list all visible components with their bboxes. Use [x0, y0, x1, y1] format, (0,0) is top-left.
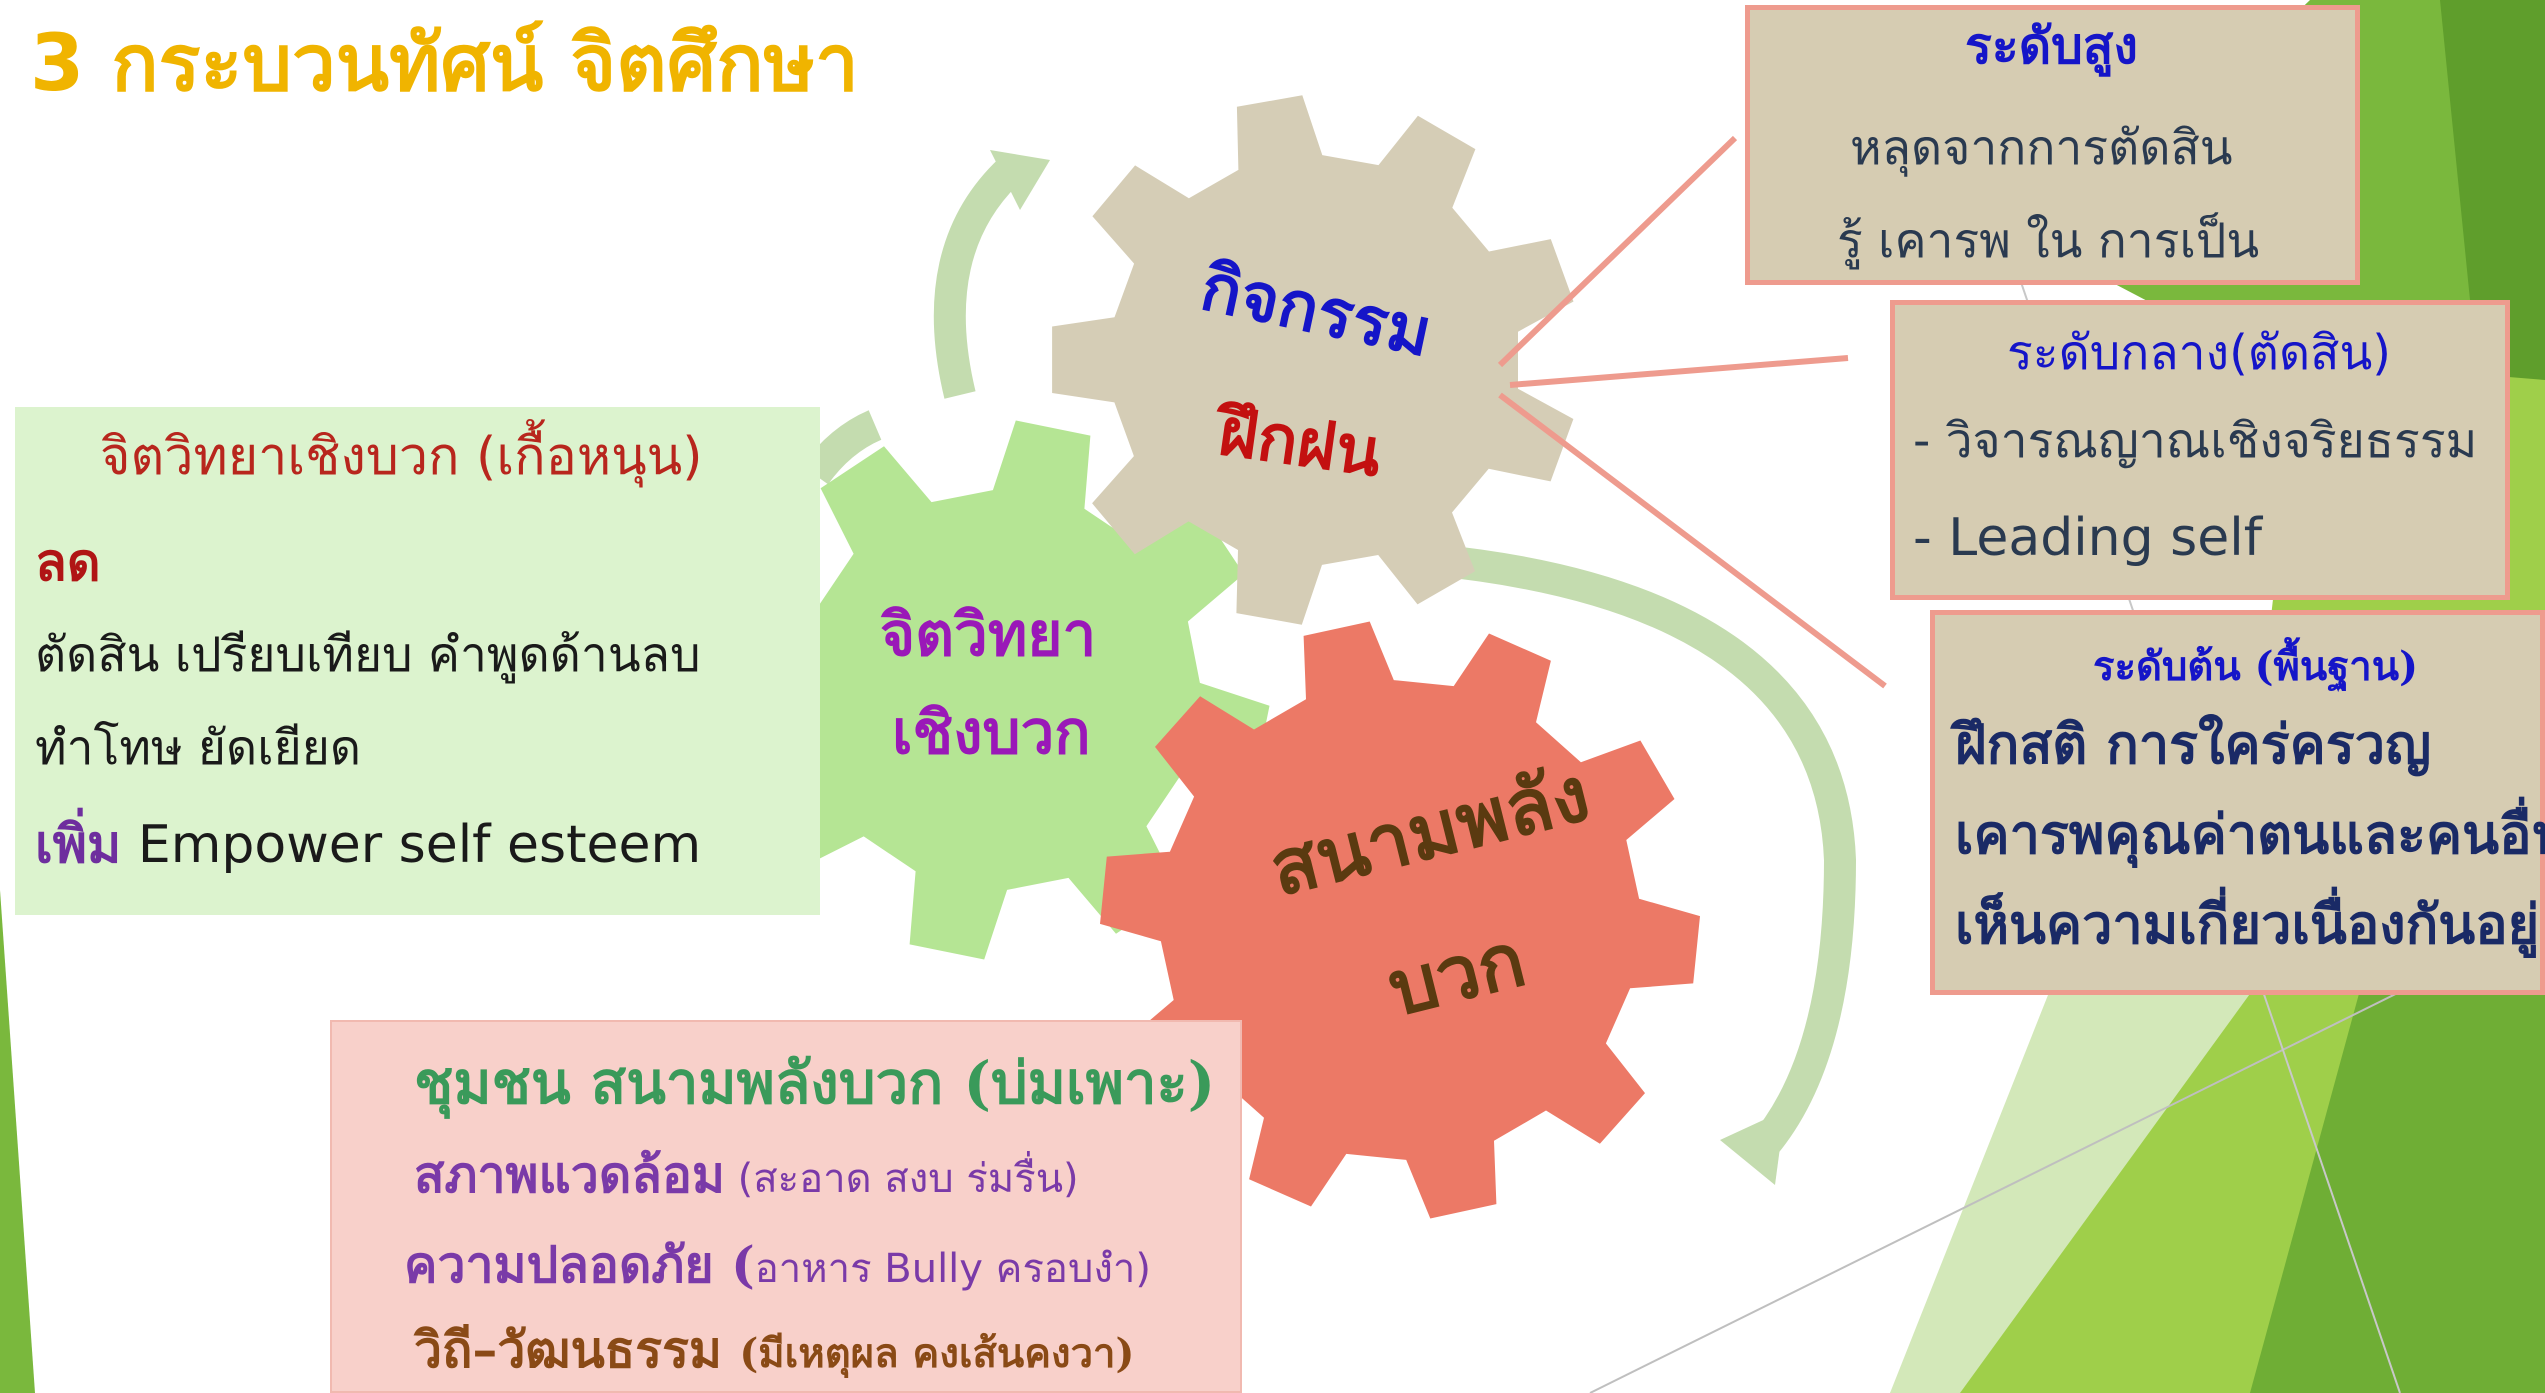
positive-psychology-heading: จิตวิทยาเชิงบวก (เกื้อหนุน): [100, 427, 703, 487]
thin-line-1: [1589, 919, 2545, 1393]
positive-psychology-box: จิตวิทยาเชิงบวก (เกื้อหนุน) ลด ตัดสิน เป…: [15, 407, 820, 915]
level-high-title: ระดับสูง: [1965, 16, 2138, 75]
community-heading: ชุมชน สนามพลังบวก (บ่มเพาะ): [414, 1049, 1216, 1117]
culture-label: วิถี–วัฒนธรรม: [414, 1320, 740, 1379]
left-green-wedge: [0, 890, 35, 1393]
gear-energy-shape: [1100, 621, 1700, 1219]
level-base-title: ระดับต้น (พื้นฐาน): [2093, 643, 2419, 690]
level-connectors: [1497, 135, 1887, 689]
environment-label: สภาพแวดล้อม: [414, 1145, 725, 1204]
connector-high: [1497, 135, 1738, 368]
level-mid-line-1: - วิจารณญาณเชิงจริยธรรม: [1913, 413, 2478, 469]
reduce-line-1: ตัดสิน เปรียบเทียบ คำพูดด้านลบ: [35, 627, 701, 683]
gear-psychology-label-2: เชิงบวก: [892, 698, 1091, 768]
level-base-line-1: ฝึกสติ การใคร่ครวญ: [1955, 712, 2432, 776]
add-text: Empower self esteem: [121, 815, 702, 875]
gear-psychology-shape: [730, 420, 1270, 960]
level-mid-box: ระดับกลาง(ตัดสิน) - วิจารณญาณเชิงจริยธรร…: [1890, 300, 2510, 600]
level-base-box: ระดับต้น (พื้นฐาน) ฝึกสติ การใคร่ครวญ เค…: [1930, 610, 2545, 995]
community-box: ชุมชน สนามพลังบวก (บ่มเพาะ) สภาพแวดล้อม …: [330, 1020, 1242, 1393]
community-row-2: ความปลอดภัย (อาหาร Bully ครอบงำ): [404, 1237, 1151, 1292]
gear-activity-shape: [1052, 95, 1574, 625]
environment-detail: (สะอาด สงบ ร่มรื่น): [724, 1156, 1079, 1202]
connector-mid: [1509, 355, 1849, 388]
green-band-deep: [2250, 980, 2545, 1393]
culture-detail: (มีเหตุผล คงเส้นคงวา): [739, 1330, 1135, 1377]
level-high-line-2: รู้ เคารพ ใน การเป็น: [1837, 213, 2260, 269]
gear-energy-body: [1100, 621, 1700, 1219]
add-label: เพิ่ม: [35, 815, 122, 875]
slide-title: 3 กระบวนทัศน์ จิตศึกษา: [30, 19, 859, 109]
arrow-up-left-head: [990, 150, 1050, 210]
reduce-line-2: ทำโทษ ยัดเยียด: [35, 720, 362, 776]
arrow-right-down: [1433, 544, 1857, 1161]
level-mid-line-2: - Leading self: [1913, 508, 2262, 568]
add-line: เพิ่ม Empower self esteem: [35, 815, 702, 875]
safety-label: ความปลอดภัย (: [404, 1235, 755, 1294]
gear-psychology-label-1: จิตวิทยา: [880, 600, 1097, 670]
gear-psychology-body: [730, 420, 1270, 960]
level-mid-title: ระดับกลาง(ตัดสิน): [2007, 325, 2391, 381]
reduce-label: ลด: [35, 533, 101, 593]
arrow-right-down-head: [1720, 1110, 1785, 1185]
community-row-3: วิถี–วัฒนธรรม (มีเหตุผล คงเส้นคงวา): [414, 1322, 1134, 1377]
arrow-up-left: [933, 158, 1022, 399]
level-base-line-3: เห็นความเกี่ยวเนื่องกันอยู่: [1955, 892, 2540, 956]
green-band-pale: [1890, 980, 2260, 1393]
level-base-line-2: เคารพคุณค่าตนและคนอื่น: [1955, 802, 2545, 866]
safety-detail: อาหาร Bully ครอบงำ): [754, 1246, 1151, 1292]
level-high-box: ระดับสูง หลุดจากการตัดสิน รู้ เคารพ ใน ก…: [1745, 5, 2360, 285]
gear-activity-body: [1052, 95, 1574, 625]
community-row-1: สภาพแวดล้อม (สะอาด สงบ ร่มรื่น): [414, 1147, 1079, 1202]
connector-base: [1498, 392, 1887, 689]
level-high-line-1: หลุดจากการตัดสิน: [1850, 120, 2233, 176]
